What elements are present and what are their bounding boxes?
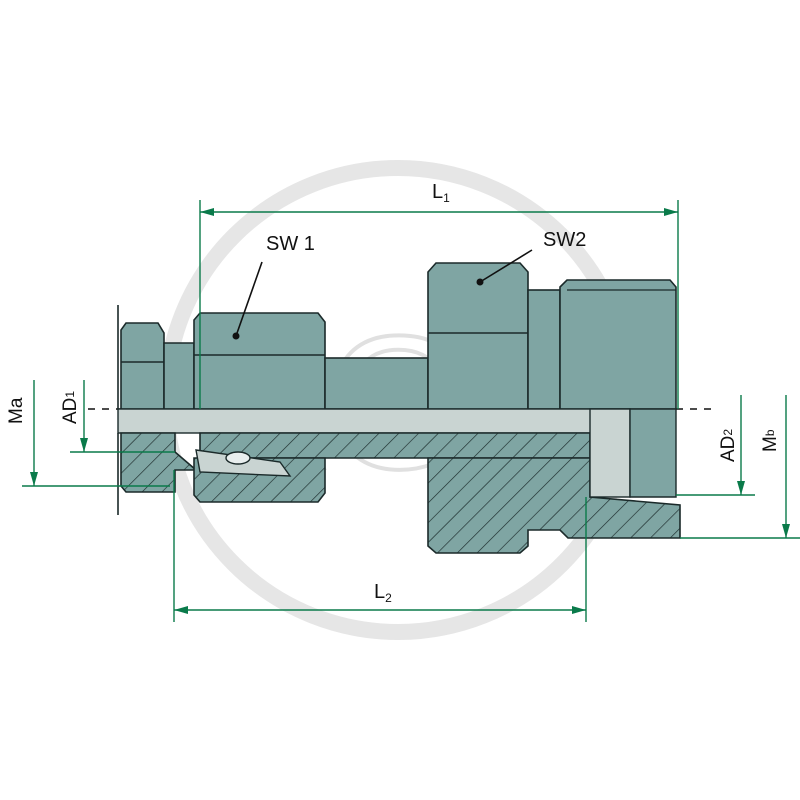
sw2-nut bbox=[427, 262, 529, 410]
left-stud-section bbox=[120, 432, 199, 493]
tube-section bbox=[199, 432, 591, 459]
mb-label: Mb bbox=[760, 429, 781, 452]
tube bbox=[324, 357, 429, 410]
ad2-label: AD2 bbox=[718, 429, 739, 462]
body-neck bbox=[527, 289, 561, 410]
l1-label: L1 bbox=[432, 181, 450, 205]
l2-label: L2 bbox=[374, 581, 392, 605]
right-bore bbox=[589, 408, 631, 498]
ma-label: Ma bbox=[6, 397, 27, 424]
body-end bbox=[559, 279, 677, 410]
leaders bbox=[232, 249, 533, 340]
fitting-section-view bbox=[117, 408, 681, 554]
bore bbox=[117, 408, 631, 434]
o-ring bbox=[225, 451, 251, 465]
dimensions bbox=[22, 200, 800, 622]
left-stud bbox=[120, 322, 165, 410]
stub-neck bbox=[163, 342, 195, 410]
fitting-upper-view bbox=[117, 262, 677, 410]
sw1-label: SW 1 bbox=[266, 233, 315, 255]
right-bore-end bbox=[629, 408, 677, 498]
ad1-label: AD1 bbox=[60, 391, 81, 424]
sw1-nut bbox=[193, 312, 326, 410]
sw2-label: SW2 bbox=[543, 229, 586, 251]
